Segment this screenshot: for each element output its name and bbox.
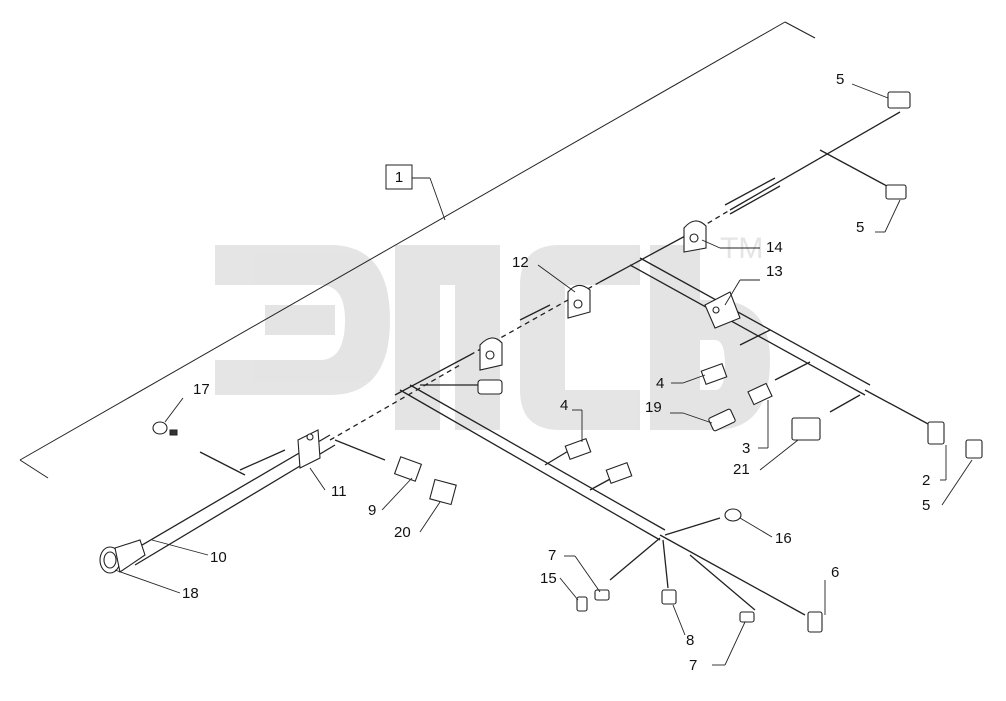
callout-18: 18 — [182, 585, 199, 602]
callout-11: 11 — [331, 483, 347, 500]
callout-8: 8 — [686, 632, 694, 649]
callout-5c: 5 — [922, 497, 930, 514]
callout-21: 21 — [733, 461, 750, 478]
watermark: TM — [215, 232, 770, 430]
round-connector-18 — [99, 539, 146, 574]
module-21 — [791, 417, 821, 441]
ring-terminal-16 — [724, 508, 742, 522]
watermark-glyph-4 — [650, 245, 770, 430]
callout-5a: 5 — [836, 71, 844, 88]
connector-5c — [965, 439, 983, 459]
callout-13: 13 — [766, 263, 783, 280]
callout-7b: 7 — [689, 657, 697, 674]
assembly-label: 1 — [395, 169, 403, 186]
connector-4c — [605, 461, 633, 485]
leader-lines — [114, 83, 973, 666]
callout-14: 14 — [766, 239, 783, 256]
callout-3: 3 — [742, 440, 750, 457]
callout-4b: 4 — [560, 397, 568, 414]
callout-10: 10 — [210, 549, 227, 566]
callout-4a: 4 — [656, 375, 664, 392]
callout-labels: 5 5 14 13 12 4 19 3 21 2 5 17 4 11 9 20 … — [182, 71, 930, 674]
connector-2 — [927, 421, 945, 445]
callout-17: 17 — [193, 381, 210, 398]
plug-center — [477, 379, 503, 395]
callout-5b: 5 — [856, 219, 864, 236]
callout-6: 6 — [831, 564, 839, 581]
connector-19 — [708, 408, 736, 432]
callout-16: 16 — [775, 530, 792, 547]
lower-branch — [399, 384, 806, 616]
callout-20: 20 — [394, 524, 411, 541]
connector-3 — [747, 382, 773, 406]
callout-9: 9 — [368, 502, 376, 519]
callout-19: 19 — [645, 399, 662, 416]
main-trunk — [124, 111, 901, 566]
connector-4b — [564, 437, 592, 461]
connector-6 — [807, 611, 823, 633]
callout-15: 15 — [540, 570, 557, 587]
connector-5b — [885, 184, 907, 200]
watermark-tm: TM — [720, 232, 763, 265]
connector-8 — [661, 589, 677, 605]
connector-20 — [429, 478, 457, 506]
connector-7b — [739, 611, 755, 623]
watermark-glyph-1-bar — [265, 305, 335, 335]
callout-2: 2 — [922, 472, 930, 489]
ring-terminal-17 — [152, 421, 178, 436]
connector-4a — [700, 362, 728, 386]
assembly-box — [385, 164, 413, 190]
components — [99, 91, 983, 633]
watermark-glyph-2 — [395, 245, 500, 430]
clip-11 — [297, 429, 321, 469]
connector-9 — [393, 456, 423, 482]
callout-12: 12 — [512, 254, 529, 271]
clip-13 — [704, 291, 741, 329]
terminal-15 — [576, 596, 588, 612]
reference-line — [19, 21, 816, 479]
callout-7a: 7 — [548, 547, 556, 564]
connector-5a — [887, 91, 911, 109]
right-branch — [334, 149, 931, 461]
watermark-glyph-3 — [520, 245, 640, 430]
watermark-glyph-1 — [215, 245, 390, 395]
connector-7a — [594, 589, 610, 601]
